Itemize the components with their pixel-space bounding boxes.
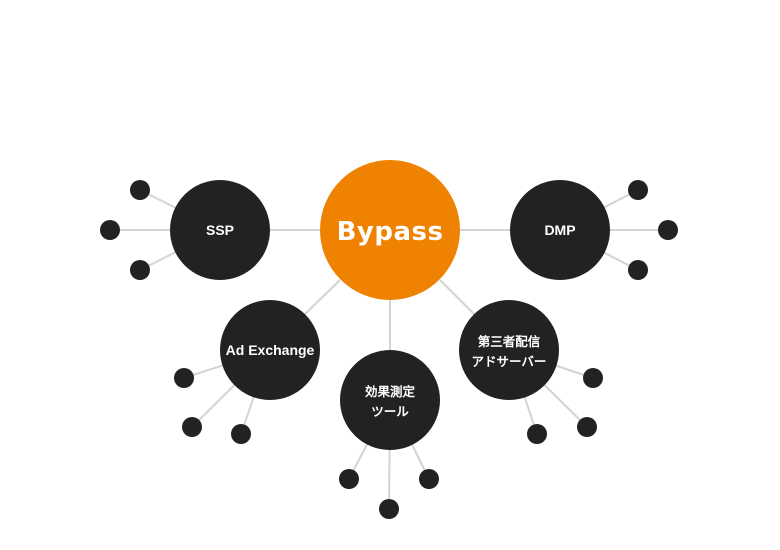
third-party-ad-server-leaf-dot <box>583 368 603 388</box>
connector-hub-ad-exchange <box>302 279 341 317</box>
node-dmp: DMP <box>510 180 610 280</box>
measurement-tool-leaf-dot <box>379 499 399 519</box>
third-party-ad-server-leaf-dot <box>527 424 547 444</box>
leaf-dots <box>100 180 678 519</box>
ssp-leaf-dot <box>130 180 150 200</box>
node-ssp: SSP <box>170 180 270 280</box>
node-measurement-tool-label-line-1: 効果測定 <box>365 384 416 399</box>
measurement-tool-leaf-dot <box>419 469 439 489</box>
hub-logo: Bypass <box>337 217 444 247</box>
node-ssp-circle <box>170 180 270 280</box>
hub-node: Bypass <box>320 160 460 300</box>
hub-connectors <box>268 229 512 350</box>
third-party-ad-server-leaf-dot <box>577 417 597 437</box>
node-ad-exchange-label: Ad Exchange <box>226 342 315 358</box>
dmp-leaf-dot <box>658 220 678 240</box>
ad-exchange-leaf-dot <box>231 424 251 444</box>
measurement-tool-leaf-dot <box>339 469 359 489</box>
node-third-party-ad-server: 第三者配信 アドサーバー <box>459 300 559 400</box>
node-dmp-label: DMP <box>544 222 575 238</box>
dmp-leaf-dot <box>628 180 648 200</box>
ssp-leaf-dot <box>100 220 120 240</box>
ssp-leaf-dot <box>130 260 150 280</box>
node-third-party-ad-server-circle <box>459 300 559 400</box>
ad-exchange-leaf-dot <box>182 417 202 437</box>
node-ad-exchange: Ad Exchange <box>220 300 320 400</box>
node-measurement-tool: 効果測定 ツール <box>340 350 440 450</box>
node-measurement-tool-label-line-2: ツール <box>371 404 409 419</box>
hub-circle <box>320 160 460 300</box>
node-ad-exchange-circle <box>220 300 320 400</box>
connector-hub-third-party-ad-server <box>439 279 477 317</box>
node-measurement-tool-circle <box>340 350 440 450</box>
node-third-party-ad-server-label-line-1: 第三者配信 <box>478 334 541 349</box>
dmp-leaf-dot <box>628 260 648 280</box>
node-ssp-label: SSP <box>206 222 234 238</box>
node-third-party-ad-server-label-line-2: アドサーバー <box>472 354 547 369</box>
node-dmp-circle <box>510 180 610 280</box>
ad-exchange-leaf-dot <box>174 368 194 388</box>
